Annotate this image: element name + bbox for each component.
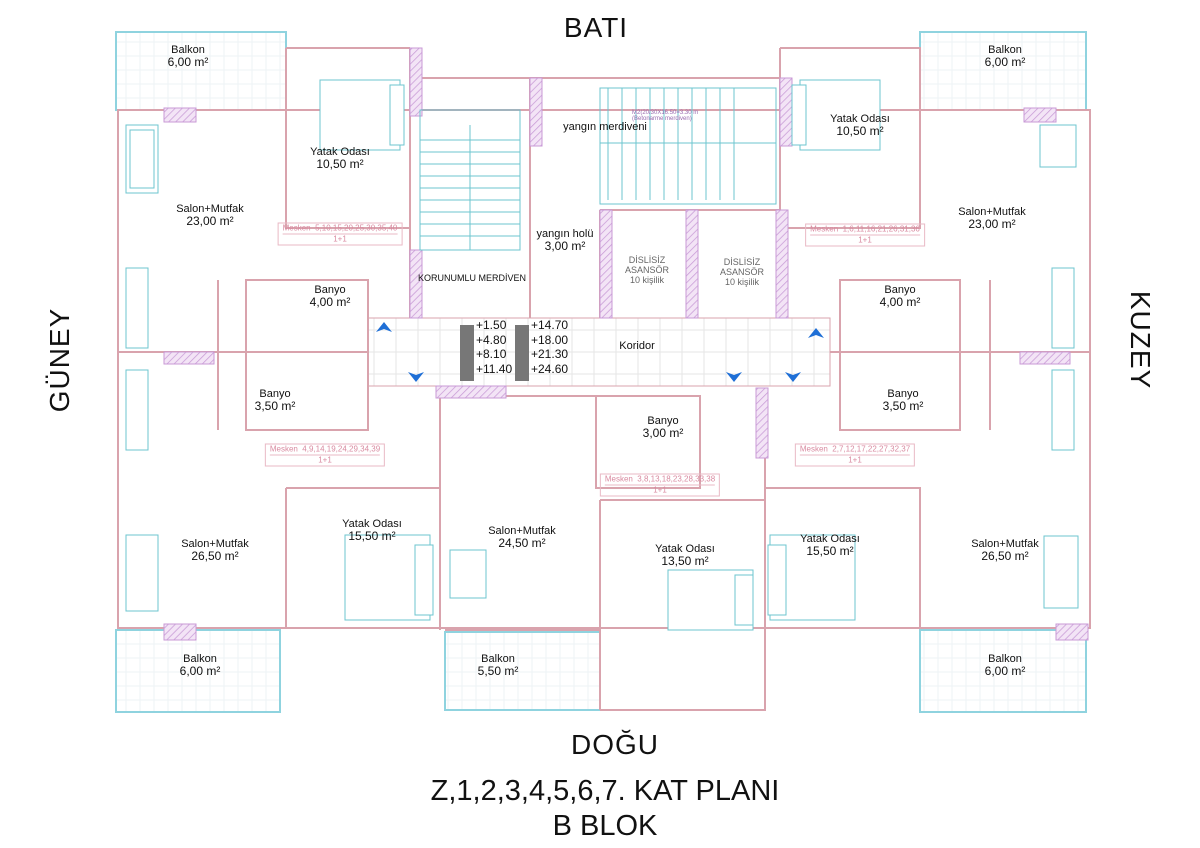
arrow-up-icon: [808, 328, 824, 338]
compass-north: KUZEY: [1125, 290, 1156, 390]
corridor-label: Koridor: [619, 340, 655, 352]
compass-west: BATI: [563, 12, 629, 43]
direction-arrows: [376, 322, 824, 382]
block-title: B BLOK: [552, 810, 658, 842]
plan-title: Z,1,2,3,4,5,6,7. KAT PLANI: [430, 775, 780, 807]
furniture: [125, 79, 1079, 631]
stairs: [419, 87, 777, 251]
arrow-down-icon: [408, 372, 424, 382]
fire-stair-label: yangın merdiveni: [563, 121, 647, 133]
stair-note: M2(20/30X16.50=3.30 m(Betonarme merdiven…: [632, 110, 699, 122]
arrow-up-icon: [376, 322, 392, 332]
elevation-list-left: +1.50+4.80+8.10+11.40: [476, 318, 513, 376]
elevation-markers: [460, 325, 529, 381]
arrow-down-icon: [726, 372, 742, 382]
compass-south: GÜNEY: [44, 307, 75, 413]
balconies: [115, 31, 1087, 713]
arrow-down-icon: [785, 372, 801, 382]
columns: [163, 47, 1089, 641]
compass-east: DOĞU: [571, 729, 659, 760]
protected-stair-label: KORUNUMLU MERDİVEN: [417, 273, 527, 283]
corridor-floor: [367, 317, 831, 387]
elevation-list-right: +14.70+18.00+21.30+24.60: [531, 318, 569, 376]
